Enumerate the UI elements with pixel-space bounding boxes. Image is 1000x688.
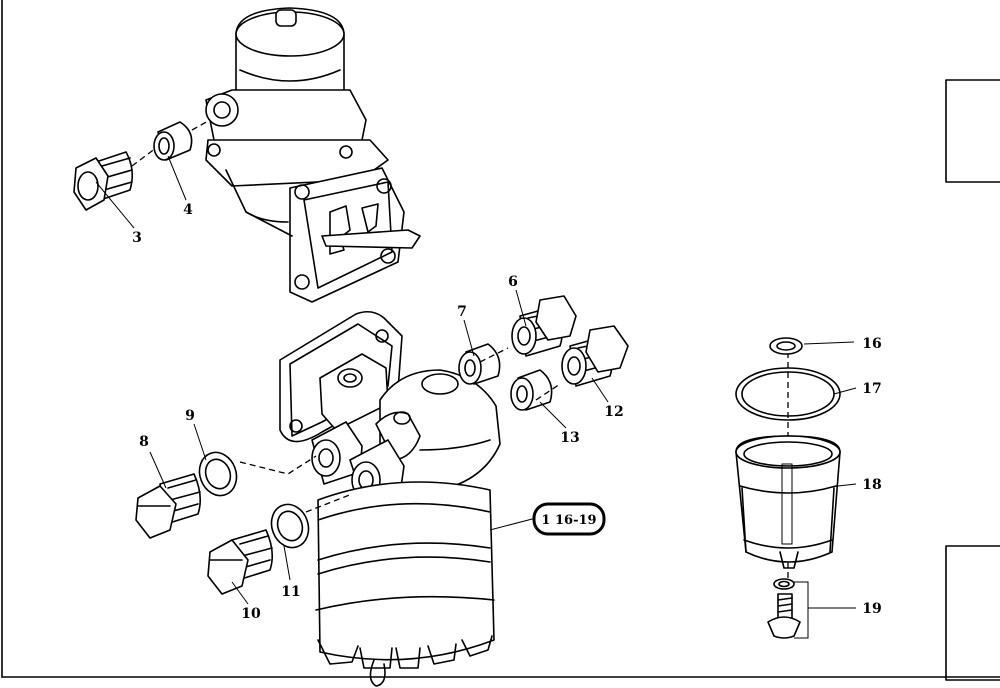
seal-part-16 (769, 337, 803, 355)
callout-4: 4 (183, 202, 193, 218)
seal-part-13 (510, 369, 553, 411)
plug-part-3 (73, 147, 157, 211)
callout-17: 17 (862, 381, 881, 397)
plug-part-12 (561, 325, 629, 387)
plug-part-6 (511, 295, 577, 357)
callout-19: 19 (862, 601, 881, 617)
leader-lines (95, 155, 857, 639)
reference-box-label: 1 16-19 (541, 513, 596, 528)
filter-bowl (315, 481, 495, 687)
callout-7: 7 (457, 304, 467, 320)
callout-9: 9 (185, 408, 195, 424)
callout-11: 11 (281, 584, 300, 600)
drain-screw-part-19 (767, 578, 801, 639)
filter-element-part-18 (735, 435, 841, 569)
callout-13: 13 (560, 430, 579, 446)
callout-10: 10 (241, 606, 261, 622)
seal-part-7 (458, 343, 501, 385)
plug-part-10 (207, 529, 274, 595)
plug-part-8 (135, 473, 202, 539)
callout-12: 12 (604, 404, 623, 420)
fuel-pump (205, 7, 421, 303)
seal-part-4 (153, 119, 211, 161)
filter-head (279, 310, 501, 509)
callout-3: 3 (132, 230, 142, 246)
callout-6: 6 (508, 274, 518, 290)
alignment-lines (239, 347, 789, 588)
callout-16: 16 (862, 336, 881, 352)
washer-part-9 (198, 451, 238, 497)
reference-box-frame (532, 502, 606, 536)
callout-8: 8 (139, 434, 149, 450)
washer-part-11 (270, 503, 310, 549)
callout-18: 18 (862, 477, 881, 493)
